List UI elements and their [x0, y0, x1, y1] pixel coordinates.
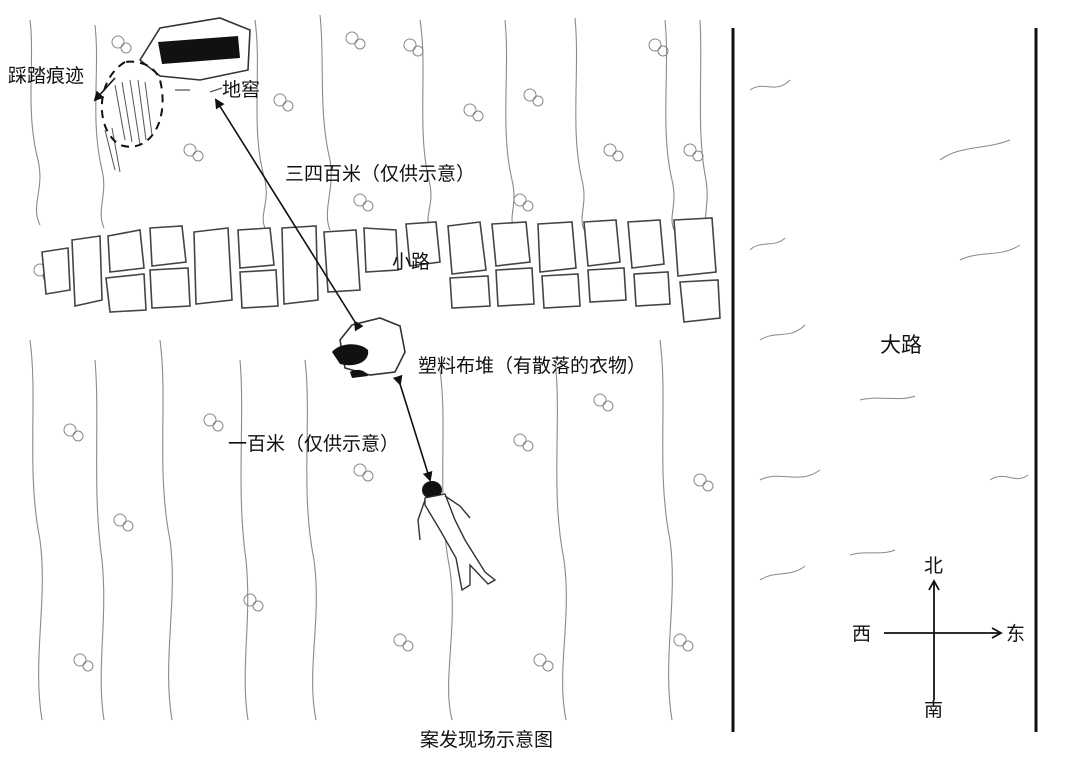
compass-east: 东 — [1006, 623, 1025, 645]
label-distance-cellar-to-pile: 三四百米（仅供示意） — [285, 163, 475, 185]
stone-path — [41, 217, 721, 323]
plastic-pile-drawing — [332, 317, 406, 378]
compass-west: 西 — [852, 623, 871, 645]
compass-rose — [884, 579, 1003, 700]
arrow-cellar-to-pile — [214, 98, 364, 332]
cellar-drawing — [138, 17, 251, 93]
label-distance-pile-to-body: 一百米（仅供示意） — [228, 433, 399, 455]
label-cellar: 地窖 — [222, 79, 260, 101]
label-path: 小路 — [392, 251, 430, 273]
plant-doodles-lower — [63, 393, 714, 672]
footprints-area — [93, 60, 164, 173]
victim-body-drawing — [417, 481, 497, 592]
crop-rows-lower — [29, 339, 673, 721]
compass-north: 北 — [924, 555, 943, 577]
diagram-caption: 案发现场示意图 — [420, 729, 553, 751]
crop-rows-upper — [29, 14, 709, 231]
compass-south: 南 — [924, 699, 943, 721]
label-plastic-pile: 塑料布堆（有散落的衣物） — [418, 355, 646, 377]
label-main-road: 大路 — [880, 333, 922, 357]
road-cracks — [749, 79, 1029, 581]
arrow-pile-to-body — [392, 374, 433, 482]
label-footprints: 踩踏痕迹 — [8, 65, 84, 87]
